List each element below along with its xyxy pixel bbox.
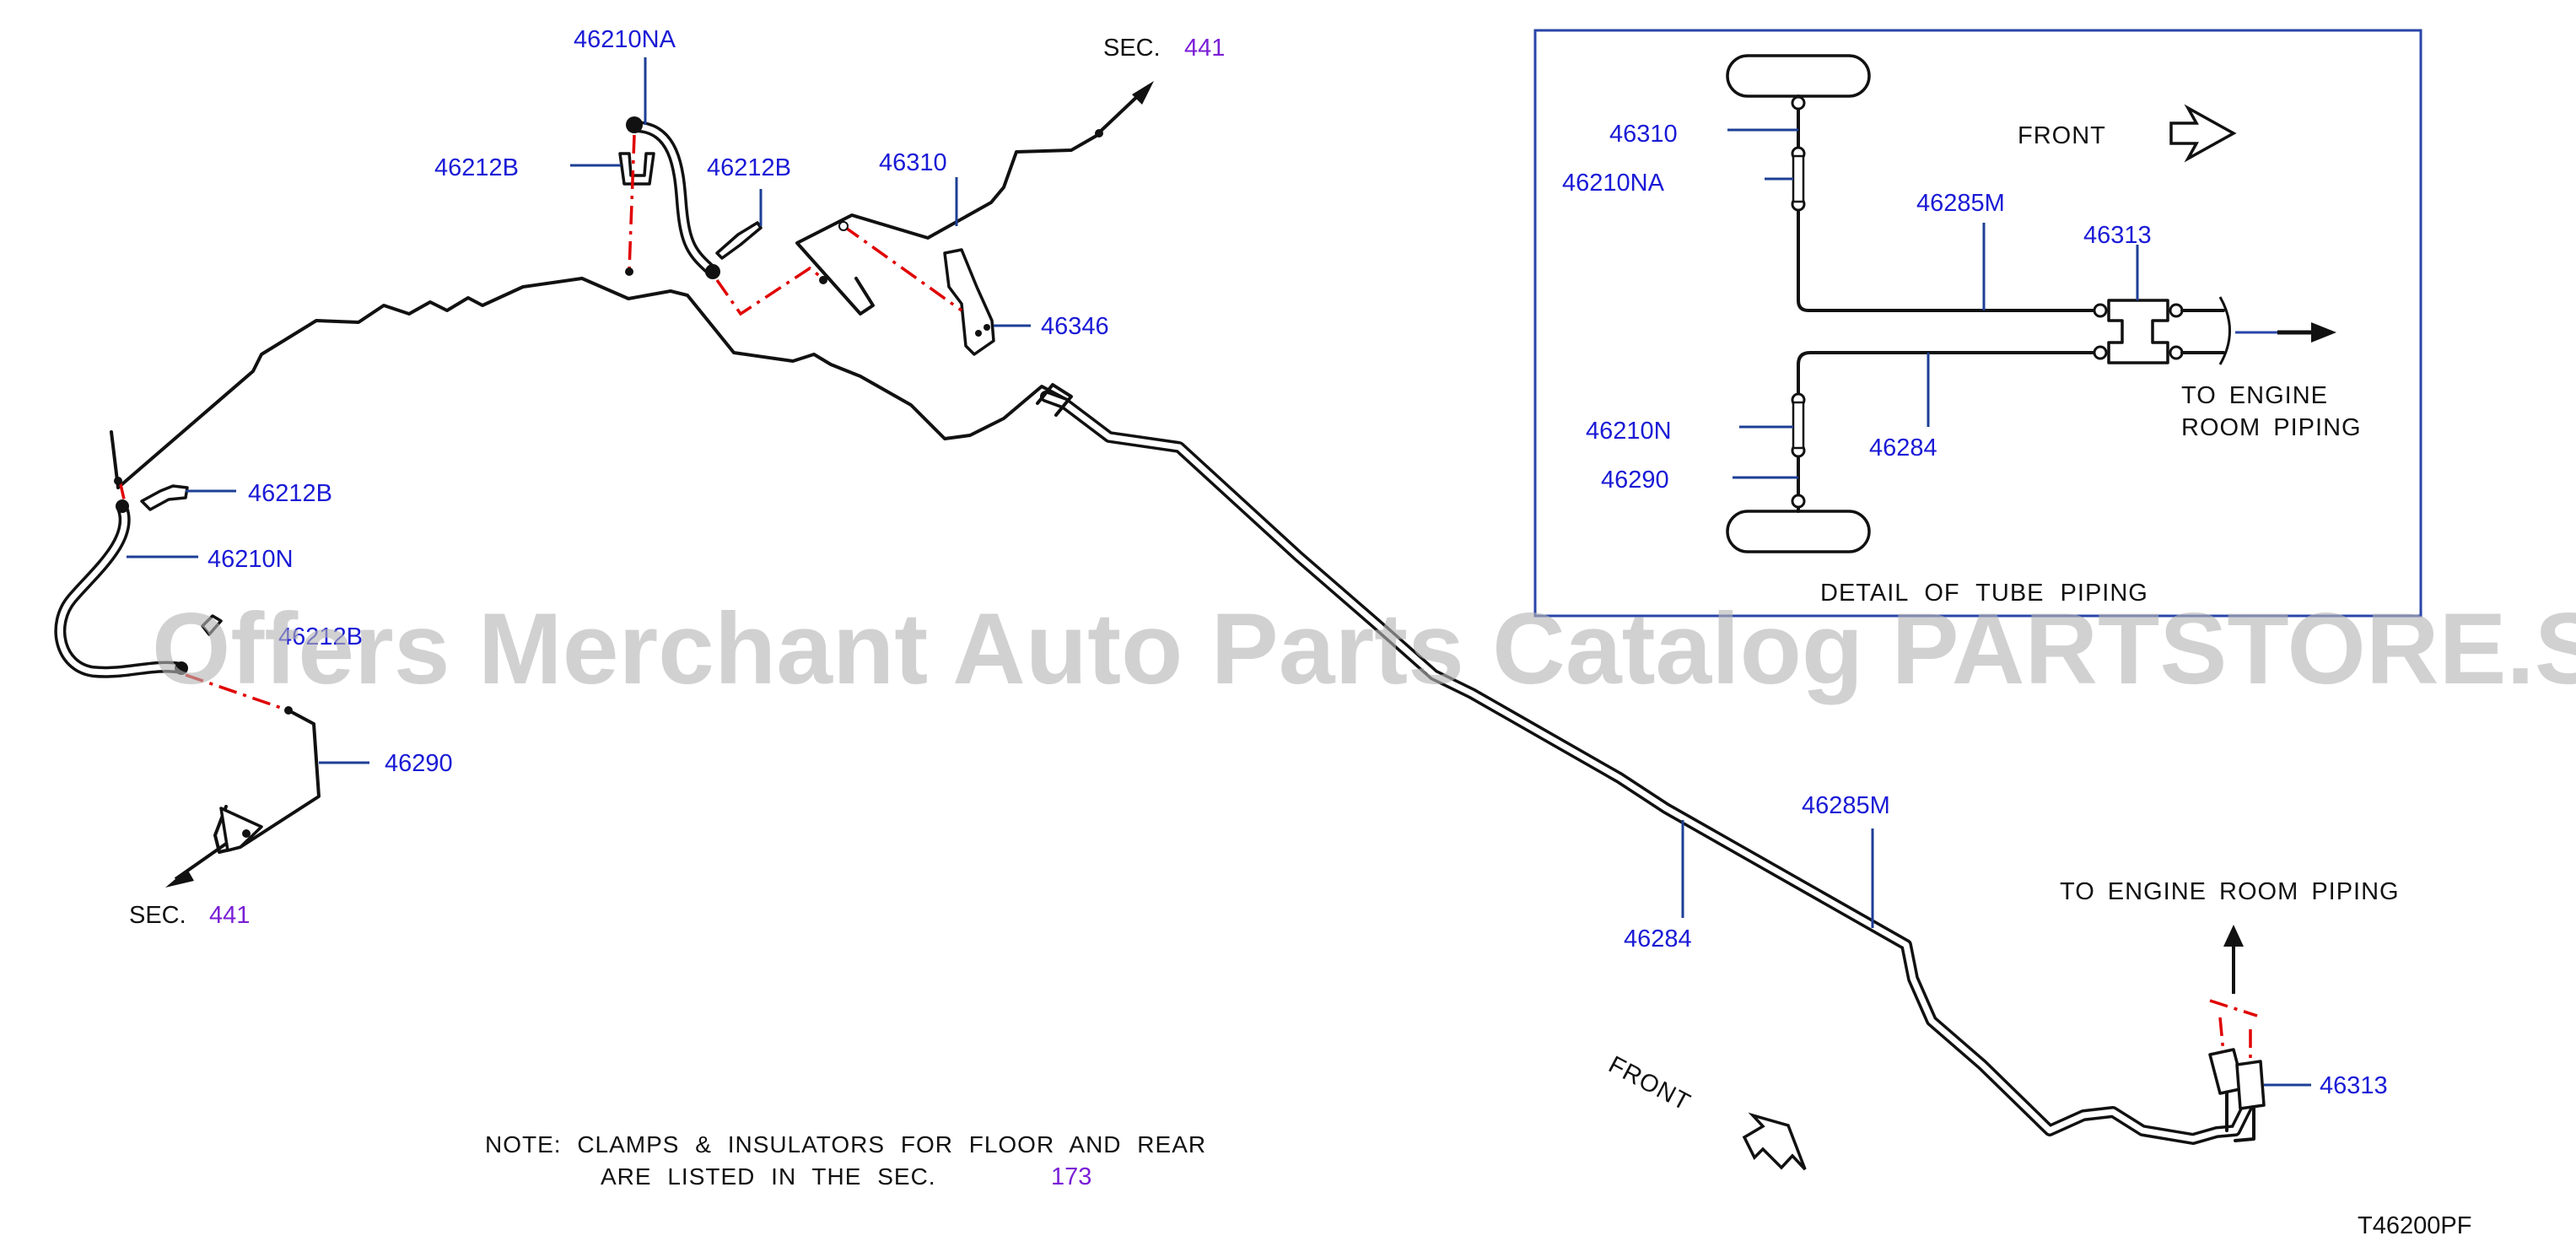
sec-label-bottom: SEC. bbox=[129, 902, 186, 929]
detail-of-tube-piping-box: FRONT 46310 46210NA 46285M 46313 46210N … bbox=[1533, 29, 2422, 618]
label-46212B-top[interactable]: 46212B bbox=[434, 154, 519, 181]
detail-label-46310[interactable]: 46310 bbox=[1609, 121, 1678, 148]
front-arrow bbox=[1742, 1112, 1807, 1171]
label-46212B-left[interactable]: 46212B bbox=[248, 480, 332, 507]
rear-hose-46210NA-inner bbox=[631, 123, 716, 275]
rear-hose-46210N-inner bbox=[57, 505, 185, 676]
sec-label-top: SEC. bbox=[1103, 35, 1161, 62]
clip-46212B-left bbox=[140, 484, 189, 511]
detail-to-engine-line-2: ROOM PIPING bbox=[2181, 414, 2362, 441]
label-46212B-obscured[interactable]: 46212B bbox=[278, 623, 363, 650]
label-46290[interactable]: 46290 bbox=[385, 750, 453, 777]
note-line-2: ARE LISTED IN THE SEC. bbox=[601, 1163, 936, 1190]
assembly-line-1 bbox=[628, 134, 636, 271]
connector-46313-b bbox=[2235, 1060, 2266, 1110]
front-label: FRONT bbox=[1604, 1051, 1695, 1116]
detail-front-arrow bbox=[2169, 104, 2237, 163]
label-46346[interactable]: 46346 bbox=[1041, 313, 1109, 340]
tube-zigzag bbox=[1036, 383, 1073, 417]
to-engine-room-piping: TO ENGINE ROOM PIPING bbox=[2060, 878, 2400, 905]
label-46210N[interactable]: 46210N bbox=[207, 546, 294, 573]
assembly-line-3 bbox=[842, 224, 963, 312]
detail-to-engine-line-1: TO ENGINE bbox=[2181, 382, 2328, 409]
detail-label-46313[interactable]: 46313 bbox=[2083, 222, 2152, 249]
sec-arrow-top bbox=[1095, 89, 1145, 137]
assembly-line-2 bbox=[715, 266, 827, 316]
sec-number-top[interactable]: 441 bbox=[1184, 35, 1225, 62]
clip-46212B-mid bbox=[715, 221, 763, 260]
detail-connector-46313 bbox=[2107, 299, 2169, 364]
note-sec-number[interactable]: 173 bbox=[1051, 1163, 1091, 1190]
clip-46212B-top bbox=[618, 152, 655, 186]
detail-label-46285M[interactable]: 46285M bbox=[1916, 190, 2005, 217]
detail-label-46210NA[interactable]: 46210NA bbox=[1562, 170, 1665, 197]
detail-title: DETAIL OF TUBE PIPING bbox=[1820, 580, 2148, 607]
assembly-line-5 bbox=[185, 673, 289, 712]
label-46313[interactable]: 46313 bbox=[2320, 1072, 2388, 1099]
detail-label-46210N[interactable]: 46210N bbox=[1586, 418, 1672, 445]
wheel-cylinder-bracket-left bbox=[219, 807, 263, 852]
label-46210NA[interactable]: 46210NA bbox=[574, 26, 676, 53]
sec-number-bottom[interactable]: 441 bbox=[209, 902, 250, 929]
detail-label-46284[interactable]: 46284 bbox=[1869, 434, 1937, 461]
watermark: Offers Merchant Auto Parts Catalog PARTS… bbox=[152, 592, 2576, 705]
label-46284[interactable]: 46284 bbox=[1624, 926, 1692, 952]
assembly-line-4 bbox=[118, 480, 127, 504]
clip-46212B-obscured bbox=[201, 614, 223, 636]
label-46310[interactable]: 46310 bbox=[879, 149, 947, 176]
detail-tire-rear bbox=[1726, 54, 1871, 98]
detail-label-46290[interactable]: 46290 bbox=[1601, 467, 1669, 494]
detail-tire-front bbox=[1726, 510, 1871, 553]
assembly-line-7 bbox=[2218, 1017, 2252, 1061]
bracket-46346 bbox=[943, 248, 995, 356]
brake-tube-46285M-run bbox=[1043, 393, 2255, 1142]
brake-tube-46310 bbox=[795, 132, 1102, 316]
label-46212B-mid[interactable]: 46212B bbox=[707, 154, 791, 181]
assembly-line-6 bbox=[2209, 999, 2258, 1017]
rear-brake-tube-top bbox=[110, 277, 1069, 489]
detail-front-label: FRONT bbox=[2018, 122, 2106, 149]
note-line-1: NOTE: CLAMPS & INSULATORS FOR FLOOR AND … bbox=[485, 1131, 1206, 1158]
figure-code: T46200PF bbox=[2358, 1212, 2471, 1239]
label-46285M[interactable]: 46285M bbox=[1802, 792, 1890, 819]
